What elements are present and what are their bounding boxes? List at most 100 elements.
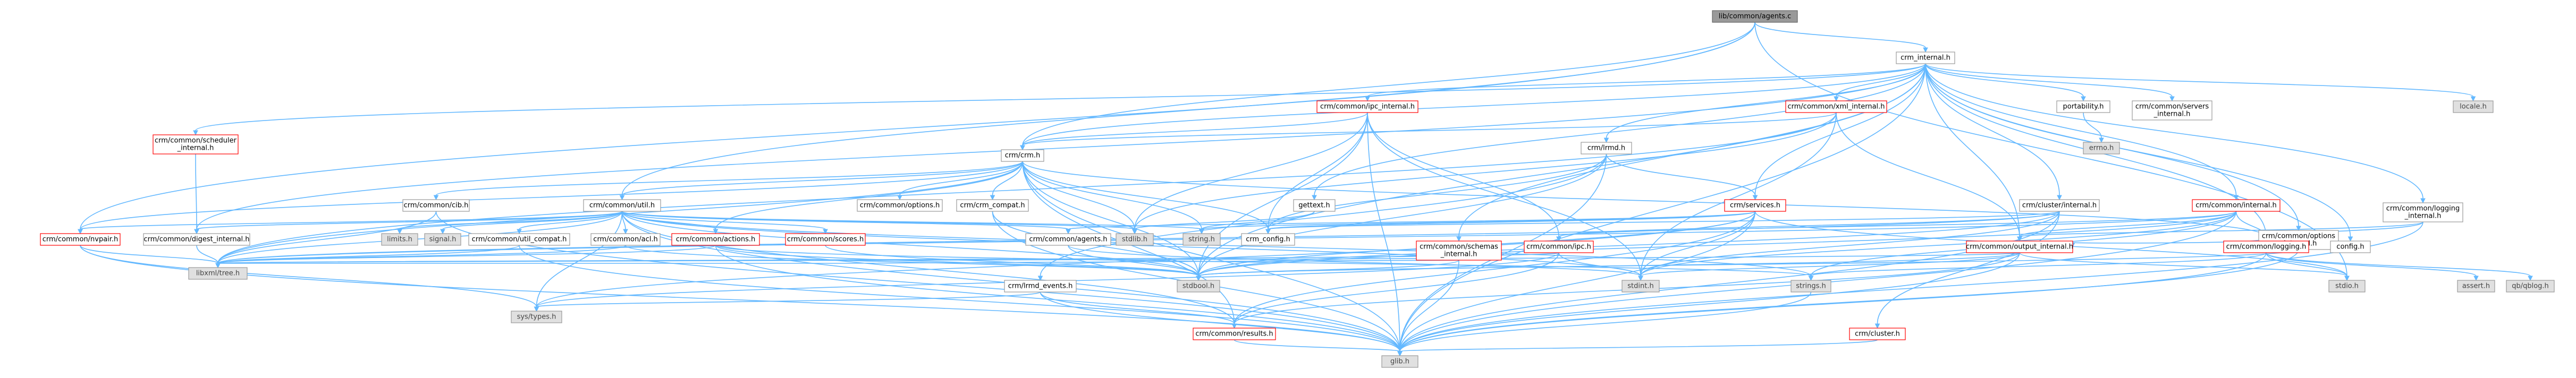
edge-gettext_h-to-string_h [1201,211,1315,230]
node-label: crm/common/xml_internal.h [1787,103,1885,111]
node-box [1712,10,1798,23]
node-stdbool-h[interactable]: stdbool.h [1177,280,1220,293]
node-agents-c[interactable]: lib/common/agents.c [1712,10,1798,23]
node-label: crm/common/internal.h [2195,202,2277,210]
node-locale-h[interactable]: locale.h [2453,100,2494,113]
node-box [2383,202,2463,222]
node-crm-common-digest-internal-h[interactable]: crm/common/digest_internal.h [143,233,250,246]
node-crm-common-logging-h[interactable]: crm/common/logging.h [2223,240,2309,253]
node-stdio-h[interactable]: stdio.h [2328,280,2366,293]
edge-arrowhead [1603,138,1609,143]
node-crm-cluster-h[interactable]: crm/cluster.h [1849,328,1906,340]
edge-crm_common_logging_h-to-assert_h [2266,252,2477,277]
edge-crm_common_options_internal_h-to-stdbool_h [1198,249,2299,277]
edge-arrowhead [623,229,628,235]
node-label: crm/common/util_compat.h [472,236,567,244]
edge-arrowhead [2528,276,2533,281]
node-box [1896,51,1955,64]
node-crm-common-util-compat-h[interactable]: crm/common/util_compat.h [468,233,570,246]
node-crm-common-ipc-internal-h[interactable]: crm/common/ipc_internal.h [1316,100,1418,113]
node-strings-h[interactable]: strings.h [1790,280,1831,293]
edge-crm_common_actions_h-to-libxml_tree_h [217,245,716,264]
node-crm-common-agents-h[interactable]: crm/common/agents.h [1025,233,1111,246]
edge-crm_lrmd_h-to-stdbool_h [1198,153,1607,277]
node-label: crm/common/logging [2386,205,2460,213]
edge-arrowhead [1265,229,1271,235]
edge-crm_crm_h-to-stdlib_h [1022,161,1135,230]
node-crm-common-servers-internal-h[interactable]: crm/common/servers_internal.h [2132,100,2212,121]
edge-crm_cluster_internal_h-to-crm_cluster_h [1877,211,2060,324]
node-glib-h[interactable]: glib.h [1381,355,1418,368]
node-label: config.h [2336,243,2364,251]
node-string-h[interactable]: string.h [1183,233,1221,246]
node-crm-cluster-internal-h[interactable]: crm/cluster/internal.h [2019,199,2100,212]
node-crm-internal-h[interactable]: crm_internal.h [1896,51,1955,64]
node-box [1581,142,1632,154]
node-errno-h[interactable]: errno.h [2083,142,2120,154]
node-libxml-tree-h[interactable]: libxml/tree.h [188,267,248,280]
node-signal-h[interactable]: signal.h [424,233,461,246]
node-crm-common-internal-h[interactable]: crm/common/internal.h [2192,199,2281,212]
edge-crm_internal_h-to-crm_common_xml_internal_h [1836,63,1926,97]
node-box [1193,328,1276,340]
node-crm-common-actions-h[interactable]: crm/common/actions.h [671,233,760,246]
edge-crm_common_ipc_internal_h-to-stdint_h [1367,112,1641,277]
edge-strings_h-to-glib_h [1399,291,1812,352]
node-sys-types-h[interactable]: sys/types.h [511,311,562,323]
node-crm-config-h[interactable]: crm_config.h [1241,233,1295,246]
node-box [2056,100,2110,113]
node-label: errno.h [2089,144,2114,152]
node-label: crm/common/ipc_internal.h [1320,103,1415,111]
node-box [785,233,866,246]
node-box [2223,240,2309,253]
node-label: limits.h [387,236,412,244]
node-box [468,233,570,246]
edge-crm_cluster_internal_h-to-crm_config_h [1268,211,2060,230]
node-label: crm/common/options [2262,233,2335,240]
node-label: signal.h [429,236,457,244]
edge-crm_common_nvpair_h-to-glib_h [80,245,1400,352]
edge-crm_common_util_h-to-crm_common_scores_h [621,211,826,230]
edge-arrowhead [2057,195,2062,201]
node-config-h[interactable]: config.h [2330,240,2371,253]
edge-crm_crm_h-to-crm_common_cib_h [435,161,1023,196]
node-box [956,199,1029,212]
node-portability-h[interactable]: portability.h [2056,100,2110,113]
edge-crm_common_acl_h-to-stdbool_h [625,245,1199,277]
node-crm-common-util-h[interactable]: crm/common/util.h [583,199,661,212]
node-label: stdio.h [2335,282,2359,290]
node-crm-common-output-internal-h[interactable]: crm/common/output_internal.h [1966,240,2073,253]
node-crm-services-h[interactable]: crm/services.h [1724,199,1786,212]
node-label: _internal.h [2404,212,2442,220]
node-crm-common-nvpair-h[interactable]: crm/common/nvpair.h [40,233,121,246]
node-crm-common-scheduler-internal-h[interactable]: crm/common/scheduler_internal.h [153,134,239,154]
edge-crm_common_cib_h-to-libxml_tree_h [217,211,437,264]
edge-crm_services_h-to-crm_common_results_h [1234,211,1756,324]
node-crm-common-logging-internal-h[interactable]: crm/common/logging_internal.h [2383,202,2463,222]
edge-crm_services_h-to-crm_config_h [1268,211,1756,230]
node-crm-common-xml-internal-h[interactable]: crm/common/xml_internal.h [1785,100,1887,113]
node-crm-common-schemas-internal-h[interactable]: crm/common/schemas_internal.h [1416,240,1502,261]
node-crm-common-cib-h[interactable]: crm/common/cib.h [402,199,470,212]
node-crm-common-ipc-h[interactable]: crm/common/ipc.h [1524,240,1594,253]
node-crm-crm-compat-h[interactable]: crm/crm_compat.h [956,199,1029,212]
edge-crm_lrmd_events_h-to-crm_common_results_h [1040,291,1235,324]
node-stdint-h[interactable]: stdint.h [1621,280,1660,293]
node-crm-common-results-h[interactable]: crm/common/results.h [1193,328,1276,340]
node-crm-lrmd-events-h[interactable]: crm/lrmd_events.h [1004,280,1077,293]
node-assert-h[interactable]: assert.h [2457,280,2495,293]
node-qb-qblog-h[interactable]: qb/qblog.h [2506,280,2555,293]
node-crm-common-options-h[interactable]: crm/common/options.h [857,199,943,212]
node-gettext-h[interactable]: gettext.h [1293,199,1336,212]
node-crm-common-scores-h[interactable]: crm/common/scores.h [785,233,866,246]
edge-arrowhead [1556,236,1561,242]
node-label: crm_internal.h [1901,54,1950,62]
node-crm-crm-h[interactable]: crm/crm.h [1001,149,1044,162]
edge-crm_common_output_internal_h-to-glib_h [1399,252,2020,352]
edge-arrowhead [1638,276,1643,281]
node-limits-h[interactable]: limits.h [381,233,418,246]
node-crm-lrmd-h[interactable]: crm/lrmd.h [1581,142,1632,154]
node-stdlib-h[interactable]: stdlib.h [1116,233,1154,246]
node-crm-common-acl-h[interactable]: crm/common/acl.h [590,233,661,246]
node-box [1025,233,1111,246]
